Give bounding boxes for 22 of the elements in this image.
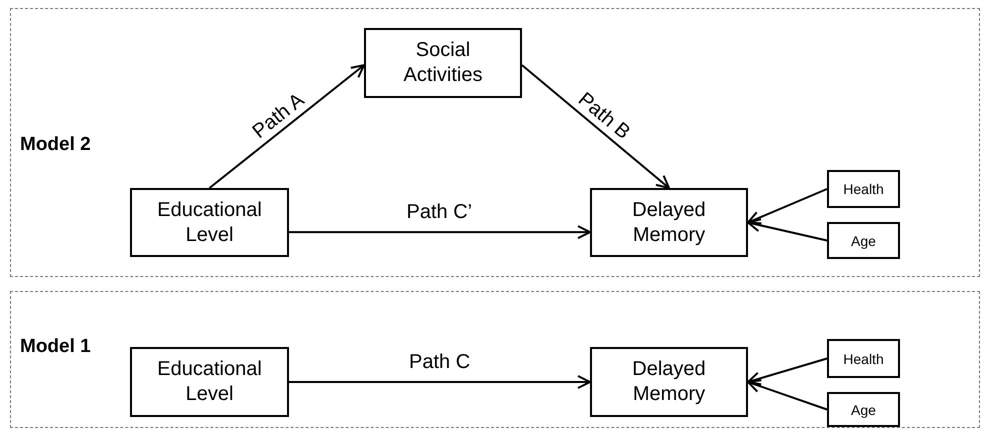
variable-box: Delayed Memory [590, 347, 748, 417]
arrow [208, 64, 365, 189]
covariate-box: Health [827, 339, 900, 378]
variable-box: Delayed Memory [590, 188, 748, 257]
dashed-panel [10, 291, 980, 428]
panel-title: Model 2 [20, 134, 91, 156]
covariate-box: Health [827, 170, 900, 208]
covariate-box: Age [827, 222, 900, 259]
arrow [747, 188, 828, 224]
covariate-box: Age [827, 392, 900, 427]
dashed-panel [10, 8, 980, 277]
arrow [521, 64, 670, 189]
arrow [289, 375, 591, 389]
arrow [747, 379, 828, 410]
variable-box: Social Activities [364, 28, 522, 98]
arrow [747, 218, 828, 242]
variable-box: Educational Level [130, 188, 289, 257]
edge-label: Path A [247, 88, 309, 144]
variable-box: Educational Level [130, 347, 289, 417]
arrow [747, 358, 828, 386]
panel-title: Model 1 [20, 336, 91, 358]
arrow [289, 225, 591, 240]
